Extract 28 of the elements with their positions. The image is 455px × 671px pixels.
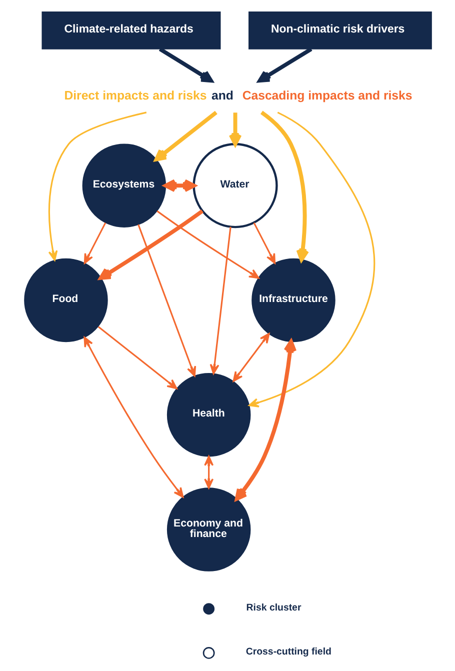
arrow [248,112,374,408]
arrow [163,179,196,192]
node-text: Direct impacts and risks and Cascading impacts and risks [64,88,412,102]
arrow [257,47,312,83]
arrow [154,110,217,162]
arrow [204,456,214,489]
node-box: Non-climatic risk drivers [248,11,432,50]
arrow [228,112,242,146]
arrow [137,224,196,377]
node-box: Climate-related hazards [41,11,220,50]
arrow [97,326,177,390]
arrow [156,210,259,279]
arrow [48,112,146,261]
arrow [83,336,184,498]
arrow [252,222,276,264]
node-circle: Water [192,143,278,228]
arrow [232,332,270,382]
arrow [83,222,106,264]
arrow [98,209,203,280]
arrow [260,110,309,262]
node-circle: Food [24,258,108,342]
node-circle: Ecosystems [82,144,166,228]
legend-label: Risk cluster [246,602,301,614]
node-circle: Infrastructure [251,258,335,342]
arrow [234,340,296,501]
arrow [209,226,231,374]
arrow [158,47,212,83]
legend-label: Cross-cutting field [245,646,331,658]
